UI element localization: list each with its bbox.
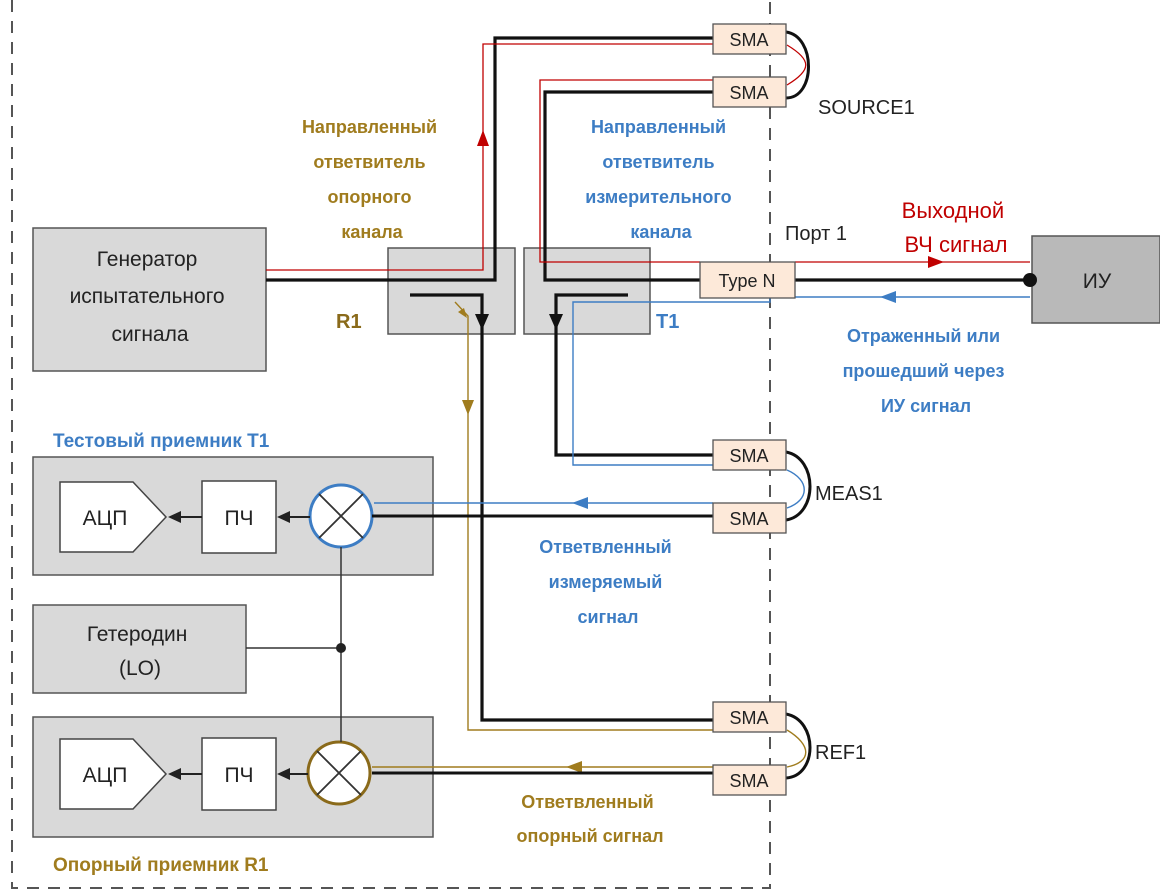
- sma-label: SMA: [729, 83, 768, 103]
- meas-coupler-caption-3: измерительного: [585, 187, 731, 207]
- branched-meas-caption-2: измеряемый: [549, 572, 663, 592]
- lo-label-2: (LO): [119, 657, 161, 680]
- generator-label-3: сигнала: [111, 323, 188, 346]
- dut-block: [1031, 235, 1160, 324]
- reflected-caption-2: прошедший через: [843, 361, 1005, 381]
- t1-label: T1: [656, 311, 679, 333]
- arrow-mixer-to-if-test: [277, 511, 290, 523]
- meas1-jumper: [785, 450, 812, 522]
- svg-text:Гетеродин (LO): Гетеродин (LO): [87, 623, 193, 680]
- t1-coupled-arrow: [549, 314, 563, 330]
- generator-label-2: испытательного: [70, 285, 225, 308]
- adc-block-test: [59, 481, 168, 553]
- r1-coupled-arrow: [475, 314, 489, 330]
- sma-source-top: SMA: [712, 23, 787, 55]
- ref-branch-path: [372, 301, 807, 768]
- mixer-test-cross: [318, 493, 364, 539]
- output-arrow-up: [477, 130, 489, 146]
- reflected-caption-1: Отраженный или: [847, 326, 1000, 346]
- ref-receiver-title: Опорный приемник R1: [53, 855, 269, 876]
- generator-label-1: Генератор: [97, 248, 198, 271]
- sma-ref-bottom: SMA: [712, 764, 787, 796]
- meas-coupler-caption-2: ответвитель: [602, 152, 714, 172]
- branched-ref-caption: Ответвленный опорный сигнал: [516, 792, 663, 846]
- ref-coupler-caption-4: канала: [341, 222, 403, 242]
- arrow-mixer-to-if-ref: [277, 768, 290, 780]
- reflected-arrow-left: [880, 291, 896, 303]
- arrow-if-to-adc-test: [168, 511, 181, 523]
- mixer-ref-cross: [316, 750, 362, 796]
- meas-coupler-caption: Направленный ответвитель измерительного …: [585, 117, 736, 242]
- type-n-connector: Type N: [699, 261, 796, 299]
- sma-label: SMA: [729, 30, 768, 50]
- r1-label: R1: [336, 311, 362, 333]
- ref-coupler-caption-3: опорного: [328, 187, 412, 207]
- sma-ref-top: SMA: [712, 701, 787, 733]
- adc-label-ref: АЦП: [83, 764, 128, 787]
- branched-meas-caption-3: сигнал: [578, 607, 639, 627]
- reflected-signal-path: [374, 296, 1030, 509]
- port1-label: Порт 1: [785, 223, 847, 245]
- branched-meas-caption: Ответвленный измеряемый сигнал: [539, 537, 676, 627]
- branched-ref-caption-1: Ответвленный: [521, 792, 653, 812]
- output-arrow-right: [928, 256, 944, 268]
- branched-ref-caption-2: опорный сигнал: [516, 826, 663, 846]
- arrow-if-to-adc-ref: [168, 768, 181, 780]
- adc-block-ref: [59, 738, 168, 810]
- dut-port-dot: [1023, 273, 1037, 287]
- generator-block: [32, 227, 267, 372]
- if-label-ref: ПЧ: [224, 764, 253, 787]
- output-caption-1: Выходной: [902, 198, 1005, 223]
- sma-label: SMA: [729, 446, 768, 466]
- meas1-label: MEAS1: [815, 483, 883, 505]
- t1-coupler-box: [523, 247, 651, 335]
- ref-coupler-tip-arrow: [458, 308, 467, 318]
- svg-text:Генератор испытательного: Генератор испытательного сигнала: [70, 248, 231, 346]
- ref1-jumper: [785, 712, 812, 780]
- source1-label: SOURCE1: [818, 97, 915, 119]
- r1-coupled-line: [410, 293, 713, 722]
- ref1-label: REF1: [815, 742, 866, 764]
- meas-coupler-caption-1: Направленный: [591, 117, 726, 137]
- dut-label: ИУ: [1083, 270, 1112, 293]
- sma-label: SMA: [729, 708, 768, 728]
- sma-meas-bottom: SMA: [712, 502, 787, 534]
- ref-branch-arrow-left: [566, 761, 582, 773]
- if-label-test: ПЧ: [224, 507, 253, 530]
- sma-meas-top: SMA: [712, 439, 787, 471]
- if-block-ref: [201, 737, 277, 811]
- output-signal-caption: Выходной ВЧ сигнал: [902, 198, 1011, 257]
- output-signal-path: [266, 43, 1030, 271]
- lo-junction: [336, 643, 346, 653]
- sma-label: SMA: [729, 509, 768, 529]
- lo-label-1: Гетеродин: [87, 623, 188, 646]
- branched-meas-caption-1: Ответвленный: [539, 537, 671, 557]
- meas-coupler-caption-4: канала: [630, 222, 692, 242]
- output-caption-2: ВЧ сигнал: [905, 232, 1008, 257]
- sma-label: SMA: [729, 771, 768, 791]
- test-receiver-title: Тестовый приемник T1: [53, 431, 270, 452]
- sma-source-bottom: SMA: [712, 76, 787, 108]
- source1-jumper: [785, 30, 810, 100]
- reflected-caption-3: ИУ сигнал: [881, 396, 971, 416]
- ref-coupler-caption-1: Направленный: [302, 117, 437, 137]
- main-source-line: [266, 36, 713, 282]
- ref-coupler-caption-2: ответвитель: [313, 152, 425, 172]
- meas-branch-arrow-left: [572, 497, 588, 509]
- type-n-label: Type N: [718, 271, 775, 291]
- lo-block: [32, 604, 247, 694]
- source-return-line: [543, 90, 713, 282]
- ref-branch-arrow-down: [462, 400, 474, 415]
- ref-coupler-caption: Направленный ответвитель опорного канала: [302, 117, 442, 242]
- reflected-caption: Отраженный или прошедший через ИУ сигнал: [843, 326, 1010, 416]
- adc-label-test: АЦП: [83, 507, 128, 530]
